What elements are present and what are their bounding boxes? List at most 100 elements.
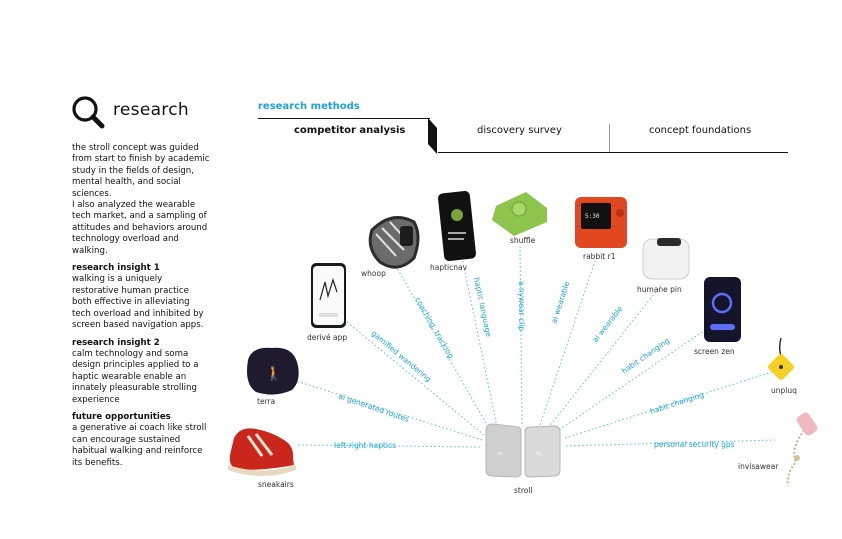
intro-paragraph-2: I also analyzed the wearable tech market… [72,200,208,256]
insight-1-title: research insight 1 [72,263,160,274]
tab-divider [609,124,610,152]
whoop-label: whoop [361,269,386,278]
hapticnav-label: hapticnav [430,263,468,272]
rabbit-scroll-wheel [616,209,624,217]
connector-screen-zen [555,329,706,433]
method-tabs: competitor analysis discovery survey con… [258,115,788,154]
stroll-logo-right: ∞ [535,449,543,459]
pin-lens [657,238,681,246]
connector-derive-app [346,321,485,436]
derive-app-phone[interactable] [311,263,346,328]
band-sensor [400,226,413,246]
rabbit-screen-clock: 5:30 [585,213,600,220]
tab-top-border [258,118,430,119]
connector-whoop [396,267,491,431]
insight-2-title: research insight 2 [72,337,160,348]
feature-label: ai wearable [590,304,624,344]
sneakairs-shoe[interactable] [228,428,296,476]
phone-text-line [448,232,466,234]
stroll-right-pod [524,425,561,478]
derive-app-label: derivé app [307,333,347,342]
insight-1-body: walking is a uniquely restorative human … [72,274,204,331]
screen-zen-label: screen zen [694,347,735,356]
feature-label: a nywear clip [517,281,526,331]
shoe-stripes [246,433,274,457]
hapticnav-phone[interactable] [438,191,477,262]
shoe-sole [228,465,296,476]
zen-lock-ring [711,292,733,314]
invisawear-label: invisawear [738,462,779,471]
future-opportunities-title: future opportunities [72,411,171,422]
feature-label: coaching, tracking [413,296,456,361]
unpluq-label: unpluq [771,386,797,395]
phone-frame [704,277,741,342]
tab-concept-foundations[interactable]: concept foundations [649,125,752,136]
tab-fold-marker [428,118,437,154]
stroll-label: stroll [514,486,533,495]
shuffle-player[interactable] [492,192,547,236]
shoe-upper [229,428,294,470]
shuffle-click-wheel [511,201,527,217]
humane-pin-label: humane pin [637,285,682,294]
jewelry-pendant [796,412,818,436]
connector-humane [547,283,663,429]
intro-text: the stroll concept was guided from start… [72,143,210,257]
phone-button [319,313,338,317]
connector-invisawear [565,439,776,447]
feature-label: ai generated routes [337,391,410,424]
feature-label: gamified wandering [370,329,433,384]
phone-frame [438,191,476,261]
jewelry-chain [786,429,805,487]
intro-paragraph-1: the stroll concept was guided from start… [72,143,210,199]
stroll-logo-left: ∞ [496,449,504,459]
jewelry-charm [794,455,800,461]
intro-column: the stroll concept was guided from start… [72,143,210,475]
rabbit-r1-label: rabbit r1 [583,252,616,261]
walking-person-icon: 🚶 [265,365,282,382]
insight-2: research insight 2 calm technology and s… [72,338,210,406]
research-methods-label: research methods [258,101,360,112]
rabbit-r1-device[interactable]: 5:30 [575,197,627,248]
feature-label: habit changing [620,336,671,376]
rabbit-screen [581,203,611,229]
invisawear-jewelry[interactable] [786,411,819,487]
stroll-device[interactable]: ∞ ∞ [485,423,561,478]
whoop-band[interactable] [368,216,420,269]
screen-zen-phone[interactable] [704,277,741,342]
magnifier-icon [72,96,105,129]
phone-text-line [448,238,464,240]
feature-label: haptic language [472,277,493,338]
unpluq-tag[interactable] [767,337,795,381]
feature-label: ai wearable [549,280,571,325]
connector-sneakairs [297,444,481,448]
feature-labels: left-right haptics ai generated routes g… [334,277,735,450]
tab-competitor-analysis[interactable]: competitor analysis [294,125,406,136]
feature-label: personal security gps [654,440,735,449]
connector-shuffle [519,244,523,425]
stroll-left-pod [485,423,522,478]
connector-lines [292,237,776,448]
humane-pin-device[interactable] [642,238,690,280]
insight-1: research insight 1 walking is a uniquely… [72,263,210,331]
terra-label: terra [257,397,275,406]
page-title: research [113,100,189,120]
future-opportunities: future opportunities a generative ai coa… [72,412,210,469]
connector-unpluq [564,371,773,439]
feature-label: habit changing [649,390,705,416]
tab-discovery-survey[interactable]: discovery survey [477,125,562,136]
connector-terra [292,379,483,441]
connector-rabbit [539,257,597,426]
insight-2-body: calm technology and soma design principl… [72,348,199,405]
future-opportunities-body: a generative ai coach like stroll can en… [72,423,207,468]
terra-body [247,347,299,395]
connector-hapticnav [457,237,498,428]
tab-bottom-border [438,152,788,153]
tag-dot [779,365,783,369]
sneakairs-label: sneakairs [258,480,294,489]
nav-icon [451,209,463,221]
terra-device[interactable]: 🚶 [247,347,299,395]
feature-label: left-right haptics [334,441,396,450]
scribble-graphic [319,278,338,301]
shuffle-label: shuffle [510,236,536,245]
zen-button [710,324,735,330]
